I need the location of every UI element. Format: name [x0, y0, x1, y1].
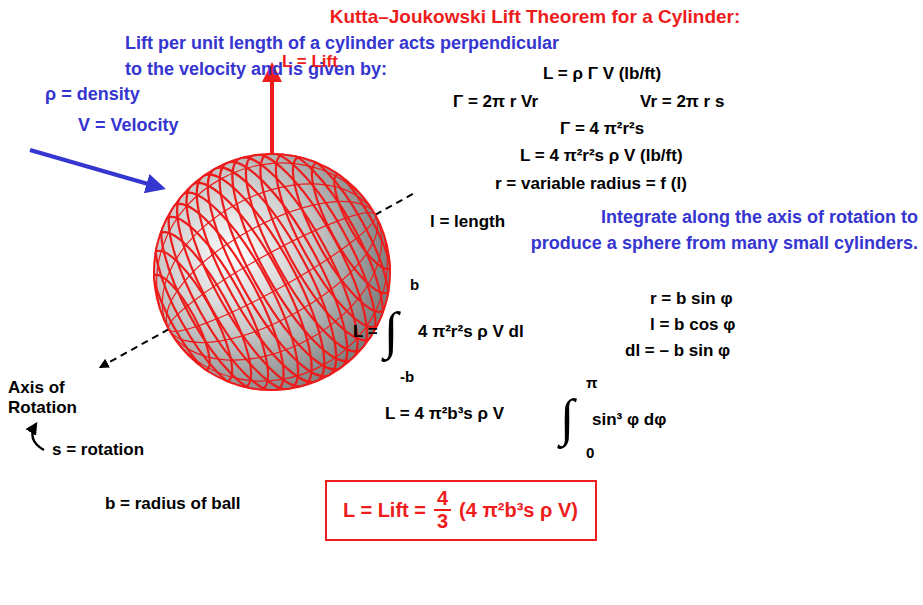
result-text: L = Lift =: [343, 499, 426, 522]
formula-label: b: [410, 276, 419, 293]
formula-label: Γ = 2π r Vr: [453, 92, 538, 112]
formula-label: Vr = 2π r s: [640, 92, 724, 112]
formula-label: V = Velocity: [78, 115, 179, 136]
integral-sign: ∫: [560, 387, 574, 449]
formula-label: π: [586, 374, 597, 391]
formula-label: r = b sin φ: [650, 289, 733, 309]
mesh-line: [132, 148, 413, 397]
cylinder-mesh: [110, 111, 434, 434]
formula-label: l = length: [430, 212, 505, 232]
box-content: L = Lift = 43 (4 π²b³s ρ V): [343, 488, 578, 532]
formula-label: 0: [586, 444, 594, 461]
axis-line: [375, 194, 413, 215]
formula-label: s = rotation: [52, 440, 144, 460]
formula-label: -b: [400, 368, 414, 385]
cylinder-ring: [143, 205, 286, 403]
rotation-arrow: [32, 424, 44, 450]
formula-label: Axis of Rotation: [8, 378, 77, 418]
formula-label: l = b cos φ: [650, 315, 735, 335]
integral-sign: ∫: [384, 300, 398, 362]
formula-label: Integrate along the axis of rotation to …: [348, 204, 918, 256]
fraction-denominator: 3: [437, 511, 448, 532]
formula-label: 4 π²r²s ρ V dl: [418, 322, 524, 342]
formula-label: L =: [353, 322, 378, 342]
cylinder-ring: [241, 140, 395, 354]
formula-label: r = variable radius = f (l): [495, 174, 687, 194]
formula-label: dl = – b sin φ: [625, 341, 730, 361]
axis-line: [101, 329, 169, 367]
formula-label: b = radius of ball: [105, 494, 241, 514]
formula-label: ρ = density: [45, 84, 140, 105]
cylinder-ring: [277, 145, 405, 323]
cylinder-ring: [211, 143, 379, 375]
formula-label: Lift per unit length of a cylinder acts …: [125, 30, 559, 82]
formula-label: Γ = 4 π²r²s: [560, 119, 644, 139]
mesh-line: [117, 122, 426, 422]
mesh-line: [146, 174, 398, 371]
result-box: L = Lift = 43 (4 π²b³s ρ V): [325, 480, 597, 541]
fraction: 43: [434, 488, 451, 532]
formula-label: L = ρ Γ V (lb/ft): [543, 64, 661, 84]
title: Kutta–Joukowski Lift Theorem for a Cylin…: [150, 6, 920, 28]
fraction-numerator: 4: [434, 488, 451, 511]
formula-label: sin³ φ dφ: [592, 410, 666, 430]
ball-body: [112, 112, 433, 433]
cylinder-ring: [225, 141, 387, 366]
velocity-arrow: [30, 150, 162, 188]
ball-outline: [112, 112, 433, 433]
lift-arrow: [270, 66, 274, 153]
cylinder-ring: [258, 141, 401, 339]
formula-label: L = 4 π²r²s ρ V (lb/ft): [520, 146, 683, 166]
formula-label: L = 4 π²b³s ρ V: [385, 404, 504, 424]
formula-label: L = Lift: [282, 52, 338, 72]
result-text: (4 π²b³s ρ V): [459, 499, 578, 522]
